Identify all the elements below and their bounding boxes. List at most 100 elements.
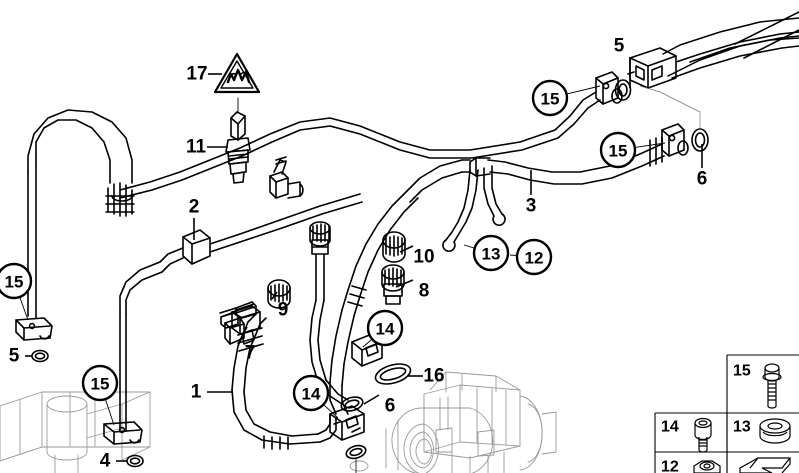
hex-flange-bolt-icon (762, 363, 782, 409)
balloon-circle (531, 79, 569, 117)
condenser-illustration (0, 391, 151, 473)
balloon-label: 15 (91, 375, 110, 394)
balloon-label: 14 (376, 320, 395, 339)
balloon-leader-line (362, 338, 373, 348)
damper-block-2 (159, 193, 363, 273)
pipe-flange-upper (595, 71, 623, 105)
callout-label: 2 (189, 197, 200, 218)
callout-3: 3 (526, 170, 537, 217)
hose-item-3 (405, 136, 665, 203)
left-upper-pipe (27, 109, 163, 319)
compressor-illustration (385, 371, 557, 473)
balloon-label: 15 (541, 90, 560, 109)
rubber-grommet-icon (759, 418, 791, 444)
balloon-circle (472, 234, 510, 272)
balloon-label: 14 (302, 385, 321, 404)
balloon-13: 13 (463, 234, 510, 272)
connector-14-lower (329, 405, 365, 441)
valve-8 (381, 264, 405, 305)
oring-bottom-small (345, 444, 367, 460)
balloon-14: 14 (292, 374, 339, 419)
balloon-leader-line (323, 404, 339, 419)
pressure-switch-11 (225, 111, 251, 184)
callout-6: 6 (697, 144, 708, 190)
callout-label: 16 (423, 366, 444, 387)
flange-5-left (15, 317, 53, 341)
balloon-label: 12 (525, 249, 544, 268)
callout-label: 6 (697, 169, 708, 190)
callout-label: 10 (413, 247, 434, 268)
callout-10: 10 (399, 245, 435, 268)
fitting-stack-mid (309, 221, 331, 383)
balloon-circle (366, 309, 404, 347)
upper-right-pipe-runs (662, 11, 799, 77)
leader-line (363, 394, 380, 405)
leader-line (399, 245, 414, 253)
legend-label-14: 14 (661, 419, 679, 436)
balloon-15: 15 (599, 131, 666, 169)
bracket-clip-icon (739, 457, 792, 473)
balloon-leader-line (19, 296, 29, 321)
balloon-15: 15 (0, 262, 33, 321)
callout-6: 6 (363, 394, 396, 417)
balloon-leader-line (634, 142, 666, 148)
legend-box (654, 354, 799, 473)
socket-head-bolt-icon (694, 417, 712, 453)
callout-2: 2 (189, 197, 200, 240)
callout-label: 11 (186, 137, 207, 158)
oring-16 (374, 363, 412, 385)
callout-label: 4 (100, 451, 111, 472)
hex-lock-nut-icon (693, 460, 721, 473)
callout-7: 7 (238, 326, 256, 364)
callout-9: 9 (271, 291, 289, 321)
balloon-leader-line (463, 244, 475, 249)
cap-10 (382, 231, 406, 263)
warning-triangle-17 (213, 52, 261, 94)
balloon-15: 15 (531, 79, 601, 117)
balloon-circle (81, 364, 119, 402)
balloon-circle (292, 374, 330, 412)
leader-line (395, 279, 414, 288)
faint-oring (349, 460, 369, 472)
leader-line (271, 291, 278, 300)
cap-9 (267, 279, 291, 309)
hose-mid-descending (329, 191, 419, 415)
legend-label-13: 13 (733, 419, 751, 436)
balloon-12: 12 (509, 238, 553, 276)
balloon-label: 15 (5, 273, 24, 292)
oring-6-compressor (340, 396, 364, 412)
balloon-14: 14 (362, 309, 404, 348)
callout-label: 1 (191, 382, 202, 403)
callout-label: 3 (526, 196, 537, 217)
callout-label: 5 (9, 346, 20, 367)
balloon-label: 13 (482, 245, 501, 264)
upper-long-pipe-b (119, 99, 601, 199)
oring-6-lower (691, 128, 709, 152)
callout-label: 8 (419, 281, 430, 302)
balloon-circle (599, 131, 637, 169)
balloon-label: 15 (609, 142, 628, 161)
callout-5: 5 (614, 36, 631, 88)
callout-17: 17 (186, 64, 222, 85)
legend-label-12: 12 (661, 459, 679, 473)
balloon-leader-line (566, 85, 601, 95)
balloon-15: 15 (81, 364, 119, 426)
flange-15-bottom-left (103, 421, 143, 445)
upper-long-pipe-a (119, 91, 597, 191)
callout-1: 1 (191, 382, 232, 403)
callout-5: 5 (9, 346, 32, 367)
callout-label: 9 (278, 300, 289, 321)
callout-label: 6 (385, 396, 396, 417)
legend-label-15: 15 (733, 363, 751, 380)
service-valve-upper (269, 156, 304, 199)
callout-label: 5 (614, 36, 625, 57)
callout-label: 7 (245, 343, 256, 364)
callout-4: 4 (100, 451, 127, 472)
balloon-circle (515, 238, 553, 276)
balloon-leader-line (104, 398, 115, 426)
balloon-circle (0, 262, 33, 300)
